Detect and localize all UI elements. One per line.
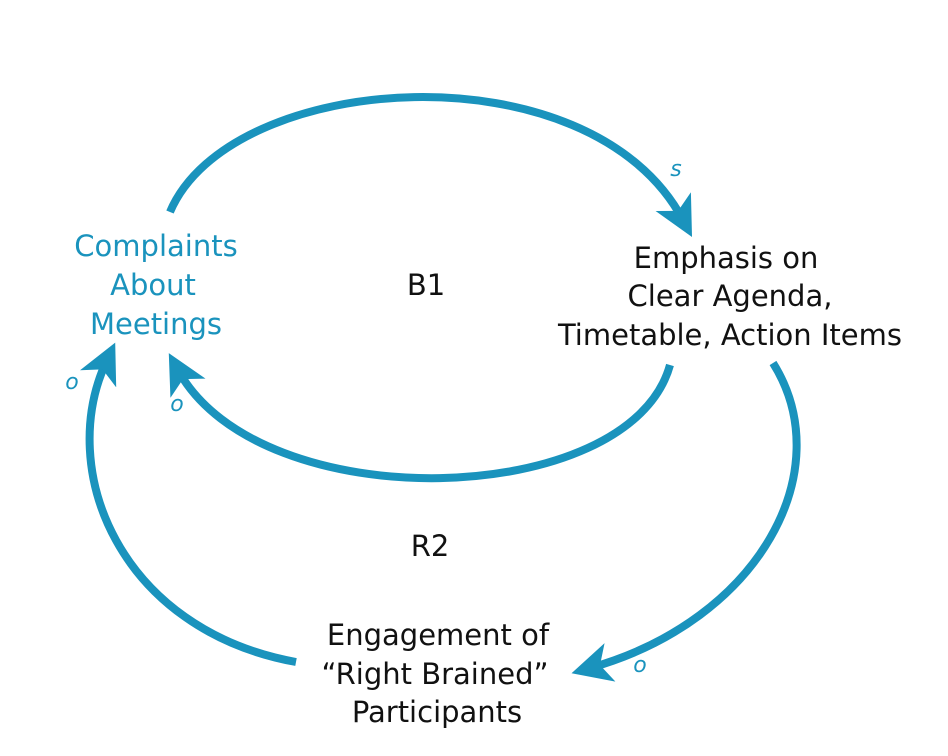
arrow-complaints-to-emphasis	[166, 93, 693, 237]
polarity-emphasis-to-engagement: o	[633, 653, 646, 678]
node-emphasis-line-3: Timetable, Action Items	[557, 318, 902, 352]
arrow-emphasis-to-engagement	[571, 360, 801, 682]
node-engagement-right-brained: Engagement of “Right Brained” Participan…	[321, 618, 549, 729]
loop-label-b1: B1	[407, 268, 445, 302]
node-engagement-line-1: Engagement of	[327, 618, 550, 652]
node-complaints-line-1: Complaints	[74, 229, 237, 263]
node-engagement-line-2: “Right Brained”	[321, 657, 548, 691]
node-complaints-about-meetings: Complaints About Meetings	[74, 229, 237, 341]
node-engagement-line-3: Participants	[352, 695, 522, 729]
arrow-engagement-to-complaints	[80, 342, 297, 666]
node-emphasis-line-1: Emphasis on	[634, 241, 819, 275]
node-emphasis-on-clear-agenda: Emphasis on Clear Agenda, Timetable, Act…	[557, 241, 902, 352]
node-complaints-line-3: Meetings	[90, 307, 222, 341]
polarity-engagement-to-complaints: o	[65, 370, 78, 395]
polarity-emphasis-to-complaints: o	[170, 392, 183, 417]
arrow-emphasis-to-complaints	[168, 353, 674, 483]
loop-label-r2: R2	[411, 529, 450, 563]
polarity-complaints-to-emphasis: s	[670, 157, 681, 182]
node-complaints-line-2: About	[110, 268, 196, 302]
node-emphasis-line-2: Clear Agenda,	[628, 279, 833, 313]
